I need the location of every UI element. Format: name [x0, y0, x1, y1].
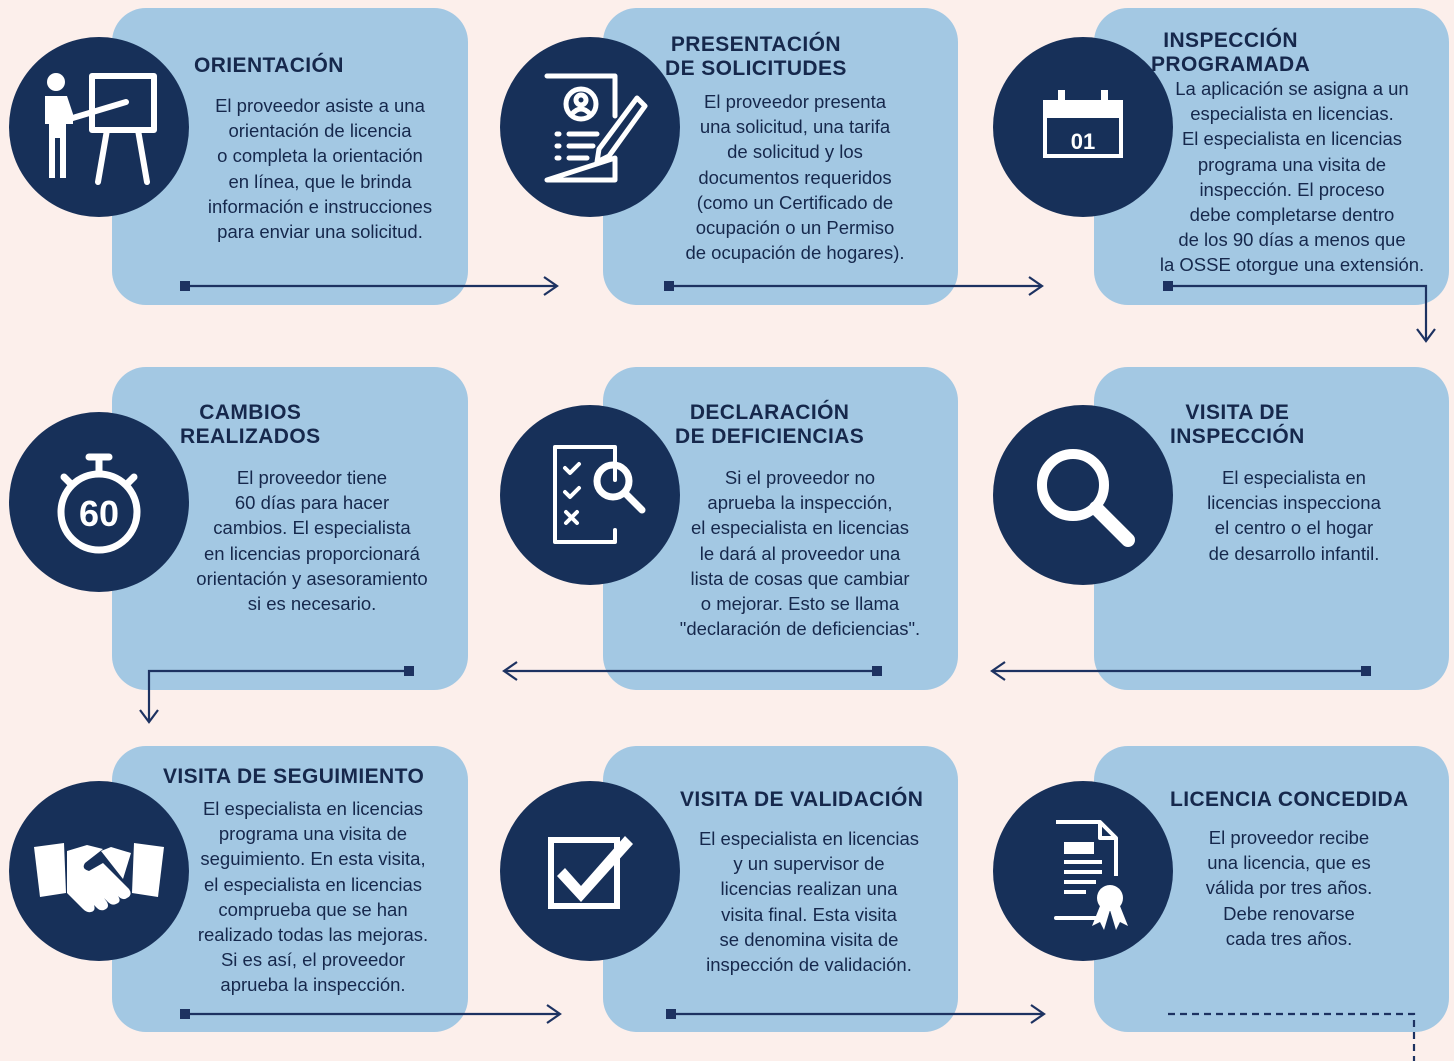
step-description: La aplicación se asigna a un especialist…: [1159, 78, 1425, 276]
step-title: DECLARACIÓN DE DEFICIENCIAS: [675, 401, 865, 448]
calendar-icon: 01: [1043, 90, 1123, 158]
stopwatch-icon-label: 60: [79, 493, 119, 534]
step-title: PRESENTACIÓN DE SOLICITUDES: [665, 33, 847, 80]
calendar-icon-label: 01: [1071, 129, 1095, 154]
step-description: Si el proveedor no aprueba la inspección…: [679, 467, 921, 640]
presentation-icon: [45, 73, 157, 185]
connector-arrow: [139, 669, 409, 724]
checkbox-icon: [548, 836, 633, 909]
connector-arrow: [669, 276, 1044, 296]
step-title: LICENCIA CONCEDIDA: [1170, 788, 1409, 811]
connector-start-square: [1361, 666, 1371, 676]
connector-arrow: [185, 1004, 562, 1024]
step-description: El especialista en licencias inspecciona…: [1207, 467, 1381, 564]
step-title: VISITA DE VALIDACIÓN: [680, 788, 924, 811]
connector-start-square: [664, 281, 674, 291]
step-description: El proveedor tiene 60 días para hacer ca…: [196, 467, 428, 615]
step-title: VISITA DE SEGUIMIENTO: [163, 765, 425, 788]
step-description: El proveedor presenta una solicitud, una…: [685, 91, 905, 264]
handshake-icon: [34, 843, 164, 913]
icon-circle: [500, 405, 680, 585]
connector-start-square: [180, 1009, 190, 1019]
connector-start-square: [180, 281, 190, 291]
step-title: CAMBIOS REALIZADOS: [180, 401, 321, 448]
certificate-icon: [1054, 820, 1128, 930]
dashed-connector: [1168, 1012, 1416, 1061]
connector-arrow: [502, 661, 877, 681]
icon-circle: [993, 405, 1173, 585]
step-description: El proveedor recibe una licencia, que es…: [1205, 827, 1373, 949]
checklist-search-icon: [553, 445, 646, 544]
step-description: El proveedor asiste a una orientación de…: [207, 95, 433, 243]
step-description: El especialista en licencias y un superv…: [698, 828, 920, 976]
connector-start-square: [404, 666, 414, 676]
stopwatch-icon: 60: [57, 453, 141, 554]
icon-circle: [500, 781, 680, 961]
icon-circle: [9, 781, 189, 961]
connector-arrow: [990, 661, 1366, 681]
magnifier-icon: [1037, 449, 1135, 547]
connector-arrow: [1168, 284, 1436, 343]
step-title: INSPECCIÓN PROGRAMADA: [1151, 29, 1311, 76]
step-title: VISITA DE INSPECCIÓN: [1170, 401, 1305, 448]
icon-circle: [500, 37, 680, 217]
connector-arrow: [671, 1004, 1046, 1024]
connector-start-square: [872, 666, 882, 676]
connector-start-square: [1163, 281, 1173, 291]
icon-circle: [993, 781, 1173, 961]
step-description: El especialista en licencias programa un…: [197, 798, 429, 996]
connector-arrow: [185, 276, 559, 296]
icon-circle: 60: [9, 412, 189, 592]
connector-start-square: [666, 1009, 676, 1019]
icon-circle: 01: [993, 37, 1173, 217]
application-form-icon: [544, 73, 648, 183]
icon-circle: [9, 37, 189, 217]
step-title: ORIENTACIÓN: [194, 54, 344, 77]
